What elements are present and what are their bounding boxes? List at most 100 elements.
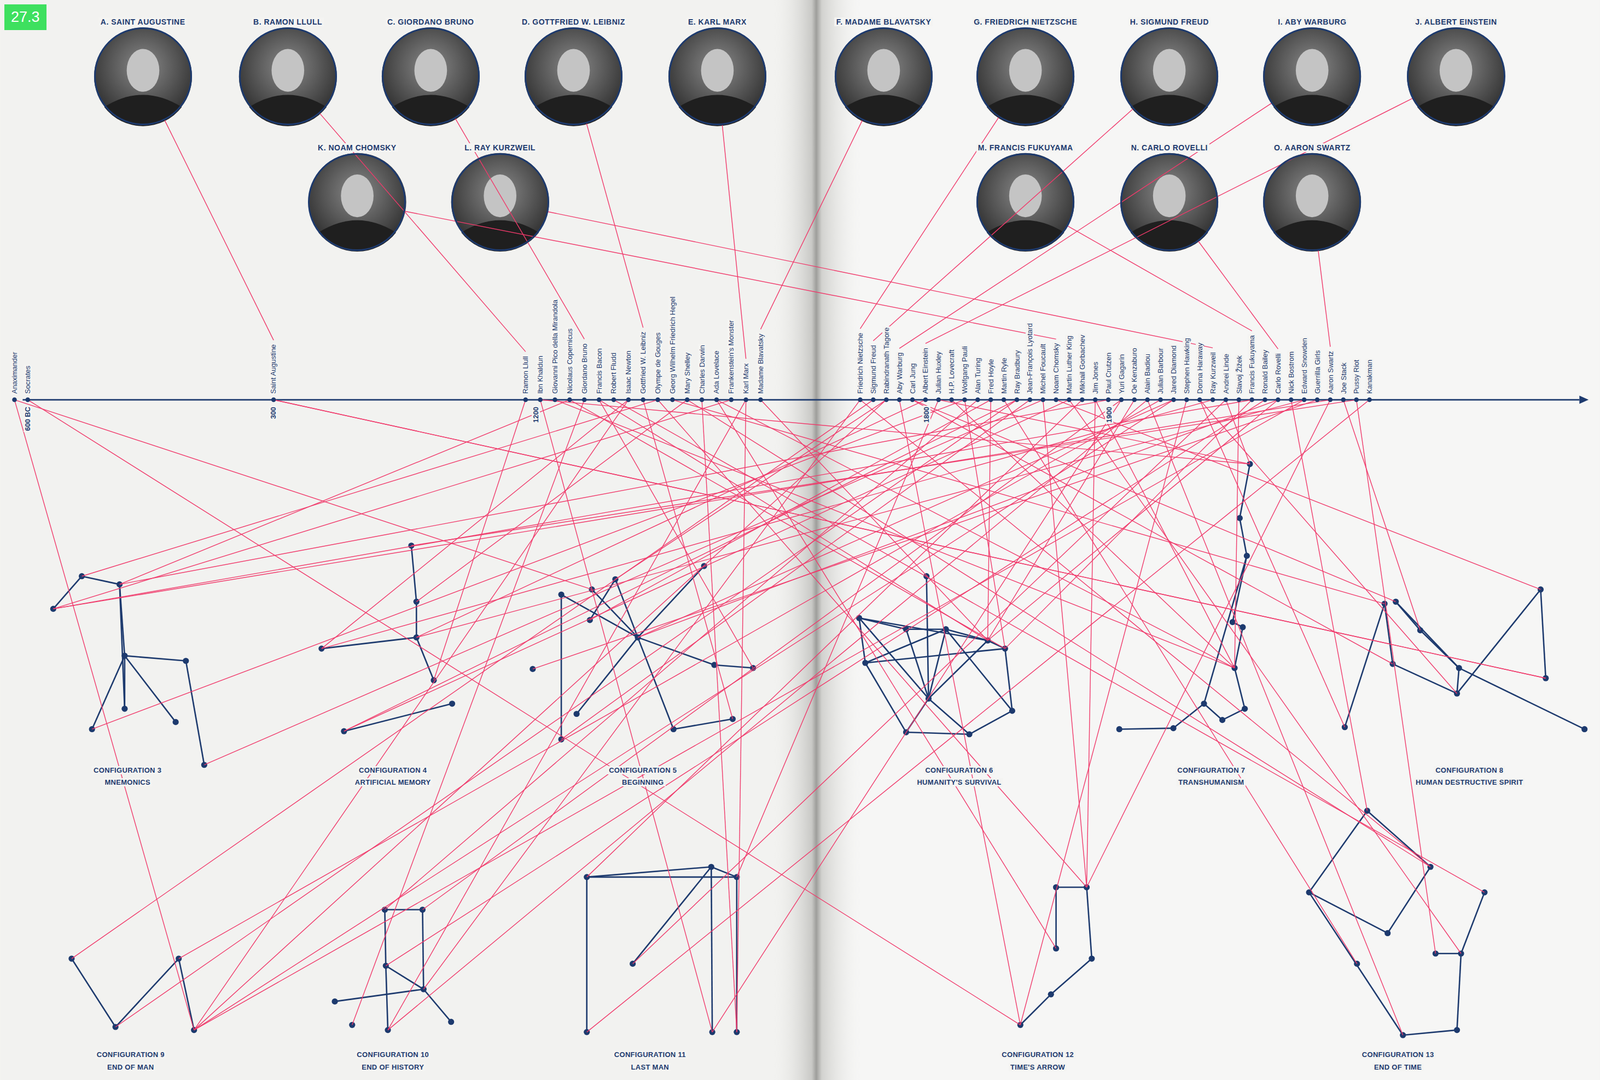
constellation-dot: [862, 660, 869, 667]
portrait-shoulders: [986, 94, 1065, 126]
link-line: [658, 399, 1087, 888]
timeline-dot: [1275, 397, 1281, 403]
timeline-dot: [743, 397, 749, 403]
constellation-line: [119, 584, 125, 710]
configuration-label: CONFIGURATION 12: [999, 1050, 1076, 1060]
timeline-name: Noam Chomsky: [1051, 341, 1061, 395]
constellation-line: [82, 576, 120, 585]
configuration-label: CONFIGURATION 11: [612, 1050, 688, 1060]
portrait-shoulders: [1130, 94, 1209, 126]
timeline-name: Gottfried W. Leibniz: [638, 330, 648, 395]
configuration-label: HUMAN DESTRUCTIVE SPIRIT: [1414, 778, 1525, 787]
constellation-dot: [1170, 725, 1177, 732]
constellation-line: [561, 594, 638, 638]
constellation-line: [969, 711, 1012, 735]
link-line: [637, 399, 1278, 638]
configuration-label: END OF HISTORY: [359, 1063, 426, 1072]
timeline-dot: [25, 397, 31, 403]
portrait-face: [1439, 49, 1473, 92]
configuration-label: CONFIGURATION 10: [355, 1050, 431, 1060]
portrait-circle: B. RAMON LLULL: [239, 27, 337, 126]
configuration-label: CONFIGURATION 6: [923, 766, 995, 775]
portrait-shoulders: [392, 94, 470, 126]
link-line: [422, 399, 1122, 910]
link-line: [387, 399, 1148, 1031]
constellation-dot: [1088, 955, 1095, 962]
timeline-dot: [1328, 397, 1334, 403]
timeline-name: H.P. Lovecraft: [947, 348, 956, 395]
link-line: [1020, 399, 1187, 1026]
timeline-name: Julian Barbour: [1156, 346, 1165, 395]
constellation-dot: [1243, 553, 1250, 560]
timeline-name: Nick Bostrom: [1287, 350, 1296, 395]
timeline-dot: [1144, 397, 1150, 403]
configuration-label: CONFIGURATION 4: [357, 766, 429, 775]
timeline-name: Saint Augustine: [269, 343, 278, 395]
portrait-face: [414, 49, 448, 92]
configuration-label: END OF MAN: [105, 1063, 156, 1072]
portrait-face: [126, 49, 160, 92]
configuration-label: END OF TIME: [1372, 1063, 1424, 1072]
timeline-name: Francis Fukuyama: [1247, 334, 1256, 395]
constellation-dot: [182, 658, 189, 665]
portrait-face: [701, 49, 735, 92]
link-line: [27, 399, 1021, 1026]
timeline-dot: [910, 397, 916, 403]
constellation-line: [124, 655, 186, 661]
constellation-line: [560, 594, 563, 740]
timeline-name: Robert Fludd: [609, 351, 618, 395]
constellation-line: [71, 958, 116, 1028]
portrait-shoulders: [1130, 220, 1209, 252]
constellation-dot: [573, 711, 580, 718]
timeline-dot: [1001, 397, 1007, 403]
link-line: [873, 108, 1133, 341]
constellation-line: [1387, 867, 1431, 934]
timeline-dot: [670, 397, 676, 403]
portrait-shoulders: [845, 94, 923, 126]
right-page: [816, 0, 1600, 1080]
configuration-label: CONFIGURATION 7: [1175, 766, 1247, 775]
timeline-name: Mary Shelley: [683, 351, 692, 395]
portrait-face: [271, 49, 305, 92]
timeline-dot: [870, 397, 876, 403]
portrait-circle: E. KARL MARX: [668, 27, 767, 126]
portrait-name: I. ABY WARBURG: [1276, 17, 1348, 27]
constellation-dot: [340, 728, 347, 735]
portrait-name: K. NOAM CHOMSKY: [316, 143, 399, 153]
link-line: [416, 399, 688, 602]
constellation-line: [585, 877, 588, 1033]
link-line: [716, 399, 1057, 949]
portrait-name: J. ALBERT EINSTEIN: [1413, 17, 1499, 27]
timeline-dot: [626, 397, 632, 403]
timeline-name: Wolfgang Pauli: [960, 345, 969, 395]
timeline-dot: [975, 397, 981, 403]
portrait-shoulders: [1417, 94, 1495, 126]
link-line: [632, 399, 1226, 964]
constellation-line: [1392, 664, 1457, 694]
configuration-label: CONFIGURATION 13: [1360, 1050, 1436, 1060]
timeline-name: Ray Bradbury: [1013, 348, 1022, 395]
constellation-line: [178, 958, 195, 1031]
configuration-label: CONFIGURATION 3: [91, 766, 164, 775]
link-line: [598, 399, 988, 641]
constellation-line: [1055, 887, 1057, 950]
portrait-circle: I. ABY WARBURG: [1263, 27, 1361, 126]
constellation-line: [1366, 811, 1431, 868]
constellation-line: [1435, 952, 1462, 955]
portrait-shoulders: [986, 220, 1065, 252]
configuration-label: HUMANITY'S SURVIVAL: [915, 778, 1003, 787]
timeline-dot: [537, 397, 543, 403]
link-line: [53, 399, 1331, 609]
timeline-name: Jean-François Lyotard: [1025, 322, 1034, 395]
timeline-name: Ramon Llull: [521, 355, 530, 395]
link-line: [416, 399, 1305, 638]
timeline-name: Slavoj Žižek: [1235, 354, 1244, 395]
constellation-dot: [1229, 619, 1236, 626]
portrait-face: [1153, 49, 1186, 92]
timeline-dot: [988, 397, 994, 403]
timeline-arrowhead: [1579, 396, 1589, 405]
timeline-dot: [1119, 397, 1125, 403]
portrait-face: [1295, 174, 1329, 218]
portrait-name: G. FRIEDRICH NIETZSCHE: [972, 17, 1079, 27]
